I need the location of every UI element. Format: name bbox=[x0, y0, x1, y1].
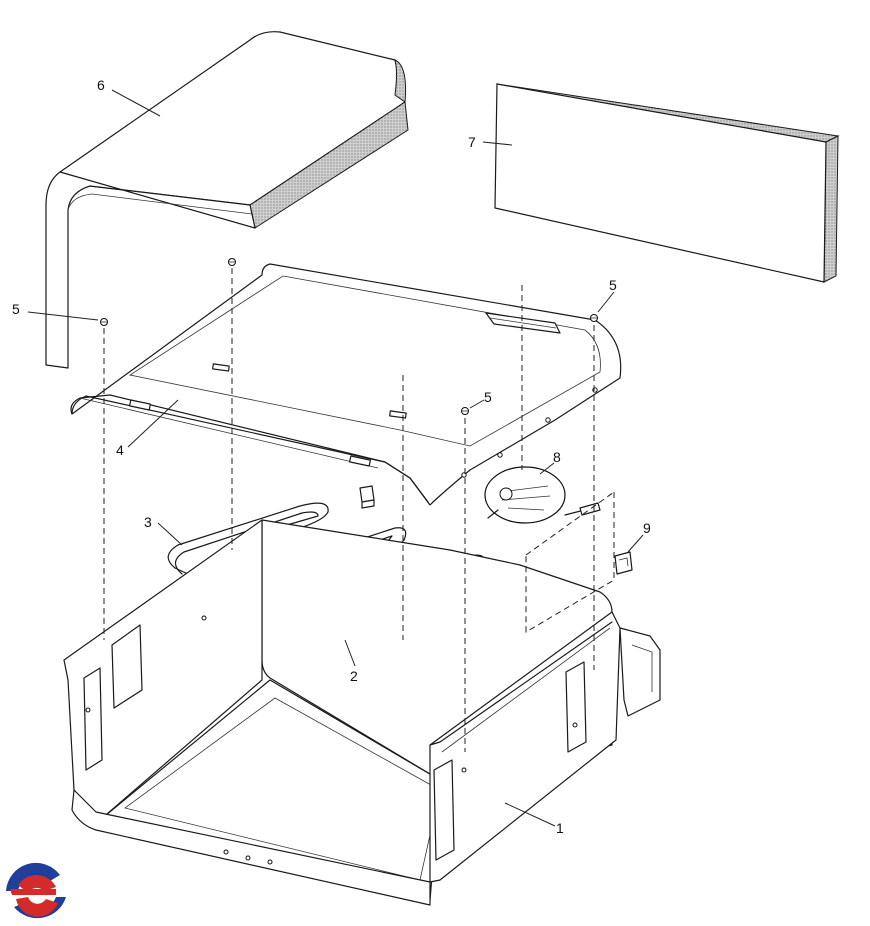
brand-logo bbox=[5, 862, 67, 924]
screw-center bbox=[461, 407, 469, 415]
assembly-lines bbox=[103, 268, 595, 752]
part-7-panel bbox=[494, 83, 840, 283]
screws bbox=[100, 258, 598, 415]
callout-9: 9 bbox=[643, 520, 651, 536]
part-1-housing bbox=[63, 519, 661, 906]
callout-8: 8 bbox=[553, 449, 561, 465]
part-6-outer-cover bbox=[45, 31, 409, 369]
callout-3: 3 bbox=[144, 514, 152, 530]
screw-top bbox=[228, 258, 236, 266]
part-4-top-cover bbox=[70, 263, 622, 506]
callout-1: 1 bbox=[556, 820, 564, 836]
sensor-area-outline bbox=[525, 491, 615, 633]
screw-left bbox=[100, 318, 108, 326]
part-8-sensor-detail bbox=[484, 466, 601, 524]
callout-6: 6 bbox=[97, 77, 105, 93]
part-9-clip bbox=[614, 551, 633, 575]
callout-5c: 5 bbox=[484, 389, 492, 405]
callout-5a: 5 bbox=[12, 301, 20, 317]
callout-5b: 5 bbox=[609, 277, 617, 293]
screw-right bbox=[590, 314, 598, 322]
callout-labels: 1 2 3 4 5 5 5 6 7 8 9 bbox=[12, 77, 651, 836]
callout-2: 2 bbox=[350, 668, 358, 684]
callout-7: 7 bbox=[468, 134, 476, 150]
callout-4: 4 bbox=[116, 442, 124, 458]
bracket-left bbox=[359, 485, 375, 509]
leader-lines bbox=[27, 89, 644, 827]
